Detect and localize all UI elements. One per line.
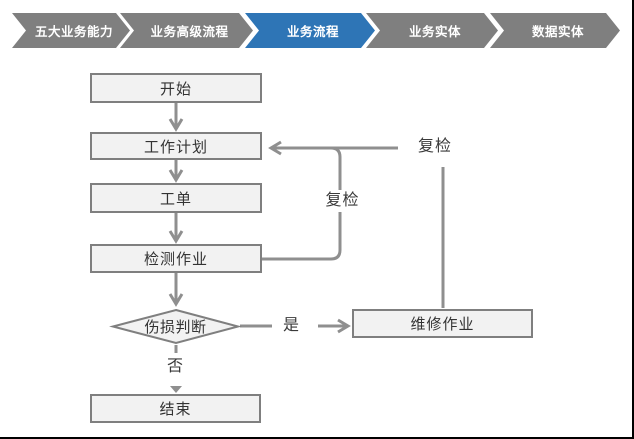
tab-label: 业务实体 xyxy=(408,25,461,39)
flow-node-damage-decision: 伤损判断 xyxy=(144,319,207,336)
tab-label: 业务高级流程 xyxy=(150,25,229,39)
edge-label-yes: 是 xyxy=(277,315,306,337)
edge-no-to-end-arrowhead xyxy=(170,386,182,393)
edge-label-recheck-inner: 复检 xyxy=(320,190,365,212)
decision-diamond-shape xyxy=(109,308,242,345)
tab-business-highlevel-process[interactable]: 业务高级流程 xyxy=(120,13,253,48)
tab-business-process[interactable]: 业务流程 xyxy=(245,13,375,48)
tab-five-business-capabilities[interactable]: 五大业务能力 xyxy=(12,13,130,48)
tab-label: 五大业务能力 xyxy=(34,25,113,39)
flow-node-start: 开始 xyxy=(90,73,262,103)
tab-business-entity[interactable]: 业务实体 xyxy=(366,13,498,48)
edge-label-no: 否 xyxy=(161,356,190,378)
flow-node-repair-job: 维修作业 xyxy=(352,309,533,338)
tab-data-entity[interactable]: 数据实体 xyxy=(490,13,620,48)
flow-node-work-order: 工单 xyxy=(90,183,262,213)
tab-label: 业务流程 xyxy=(286,25,339,39)
tab-label: 数据实体 xyxy=(531,25,584,39)
flow-node-work-plan: 工作计划 xyxy=(90,132,262,160)
edge-label-recheck-outer: 复检 xyxy=(410,136,460,158)
flow-node-end: 结束 xyxy=(90,394,261,423)
flow-node-inspection-job: 检测作业 xyxy=(90,244,262,273)
